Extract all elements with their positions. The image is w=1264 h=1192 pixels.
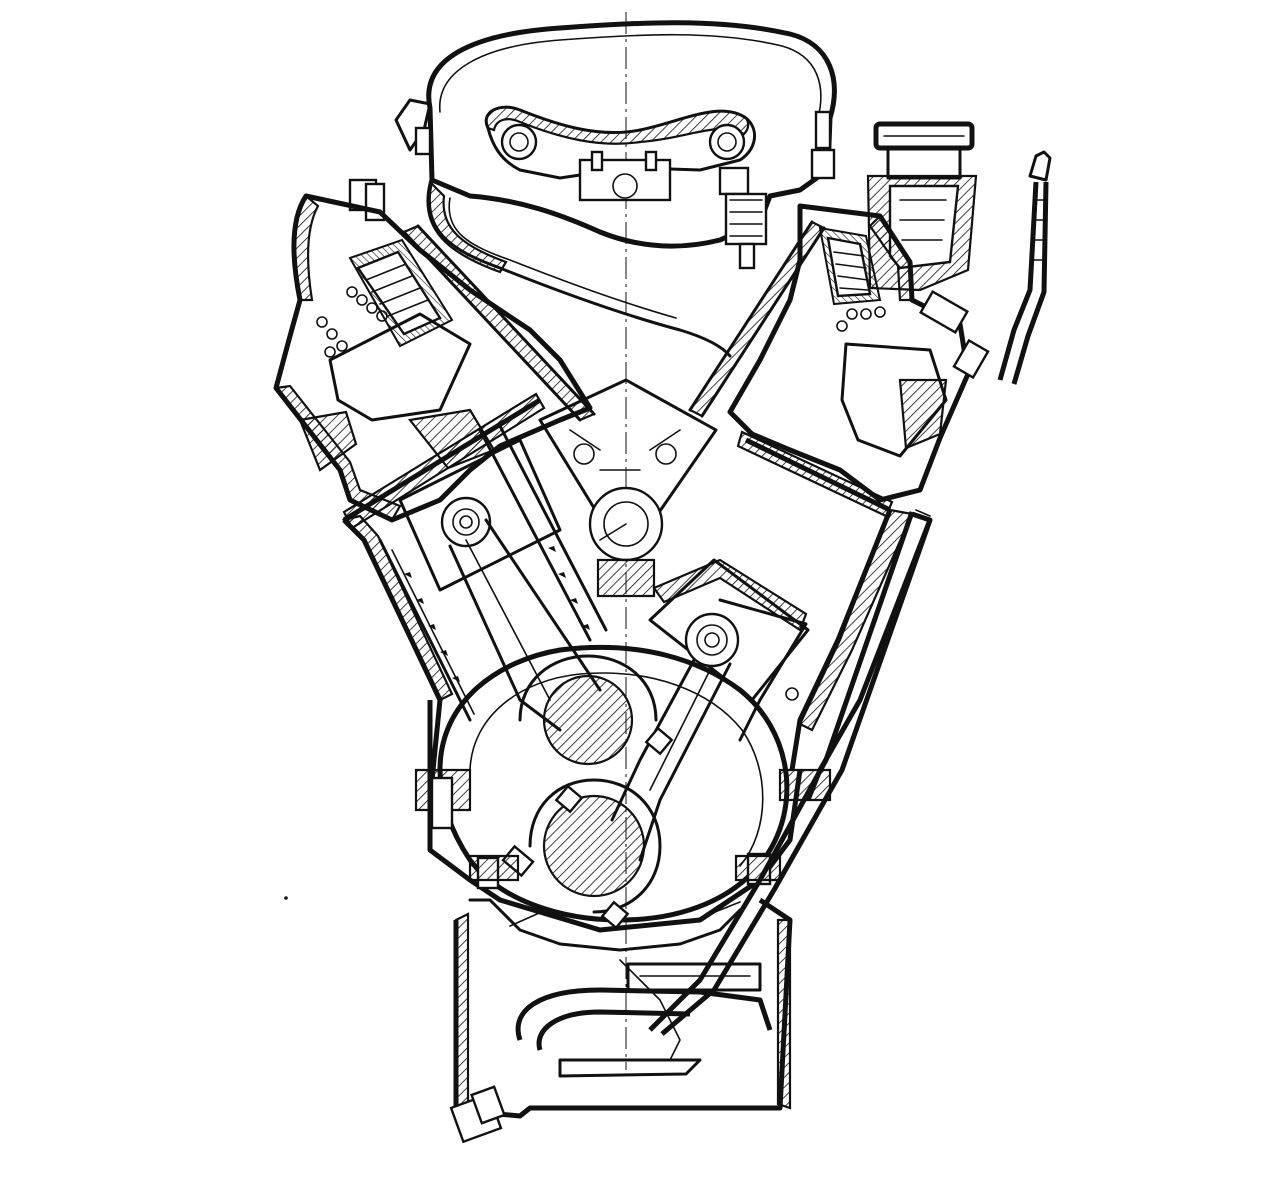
dipstick-tube [648,509,933,1036]
fuel-injector [718,166,768,270]
intake-fitting-left [348,98,432,222]
left-valve-springs [316,286,388,358]
left-water-jacket [404,546,590,682]
upper-crankpin [542,674,634,766]
right-valve-springs [836,306,886,332]
camshaft [538,378,718,598]
plenum-bolt-left [500,123,538,161]
crankcase [414,700,832,933]
main-journal [542,794,646,898]
left-piston-pin [440,496,492,548]
left-piston [398,438,562,592]
oil-pickup [515,959,773,1078]
dipstick-handle [997,150,1052,385]
oil-filler-cap [866,121,978,292]
intake-fitting-right [810,110,836,180]
right-connecting-rod [610,658,732,862]
left-cylinder-head [273,193,596,530]
right-cylinder-bank [652,508,933,801]
right-cylinder-head [688,203,990,518]
oil-pan [449,897,793,1144]
main-bolt-left [430,776,454,830]
intake-plenum [426,20,837,358]
right-piston-pin [684,612,740,668]
plenum-bolt-right [708,123,746,161]
